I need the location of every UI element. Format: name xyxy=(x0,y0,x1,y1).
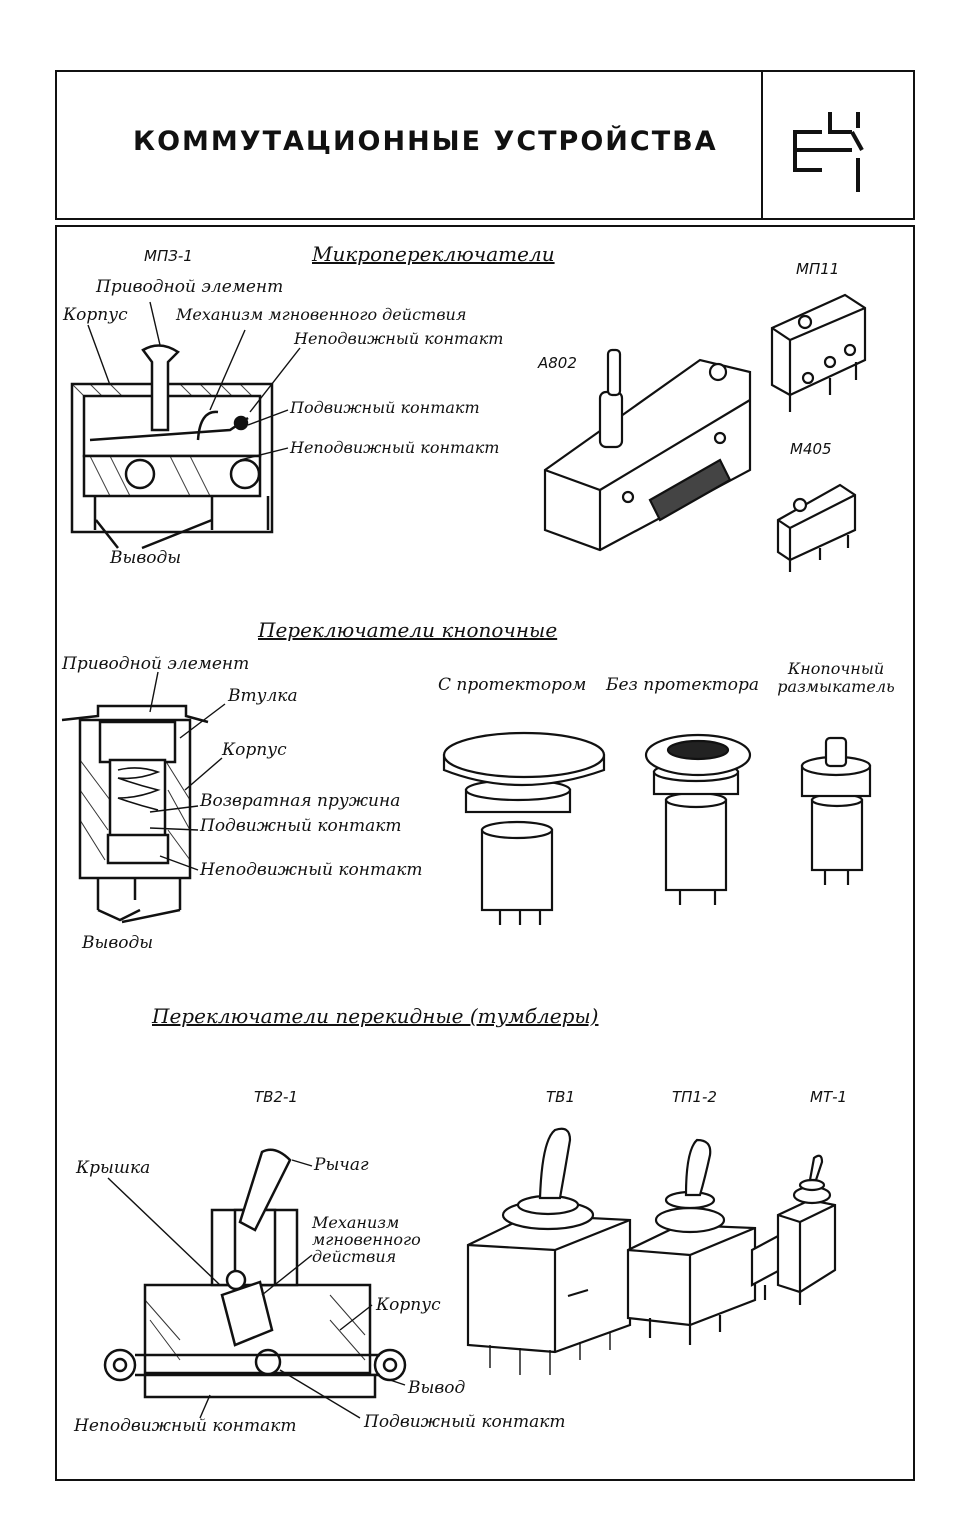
m405-switch-drawing xyxy=(776,483,857,572)
label-with-protector: С протектором xyxy=(438,675,587,695)
toggle-leader-lines xyxy=(107,1159,406,1419)
push-leader-lines xyxy=(149,671,226,871)
section-title-microswitches: Микропереключатели xyxy=(312,242,555,266)
pushbutton-without-protector-drawing xyxy=(644,733,752,905)
mp11-switch-drawing xyxy=(770,293,867,412)
label-bushing: Втулка xyxy=(228,686,298,706)
page-title: КОММУТАЦИОННЫЕ УСТРОЙСТВА xyxy=(133,126,718,157)
tv2-1-cross-section-drawing xyxy=(103,1148,407,1399)
tp1-2-toggle-drawing xyxy=(626,1138,757,1345)
label-case-micro: Корпус xyxy=(63,305,128,325)
model-tp1-2: ТП1-2 xyxy=(672,1088,717,1106)
label-terminals-push: Выводы xyxy=(82,933,154,953)
label-snap-mechanism-toggle: Механизм мгновенного действия xyxy=(312,1213,421,1266)
switch-contact-symbol-icon xyxy=(793,112,864,192)
label-push-breaker: Кнопочный размыкатель xyxy=(777,659,895,696)
tv1-toggle-drawing xyxy=(466,1127,632,1375)
label-cover: Крышка xyxy=(76,1158,151,1178)
header-frame xyxy=(55,70,915,220)
label-fixed-contact-bottom: Неподвижный контакт xyxy=(290,438,500,457)
label-snap-mechanism-micro: Механизм мгновенного действия xyxy=(176,305,467,324)
label-terminal-toggle: Вывод xyxy=(408,1378,466,1398)
header-divider xyxy=(761,72,763,218)
label-fixed-contact-toggle: Неподвижный контакт xyxy=(74,1416,297,1436)
label-without-protector: Без протектора xyxy=(606,675,759,695)
section-title-pushbuttons: Переключатели кнопочные xyxy=(258,618,558,642)
label-moving-contact-push: Подвижный контакт xyxy=(200,816,402,836)
section-title-toggles: Переключатели перекидные (тумблеры) xyxy=(152,1004,599,1028)
model-mt-1: МТ-1 xyxy=(810,1088,848,1106)
label-fixed-contact-push: Неподвижный контакт xyxy=(200,860,423,880)
mpz1-cross-section-drawing xyxy=(70,344,274,550)
model-mpz1: МПЗ-1 xyxy=(144,247,193,265)
model-tv1: ТВ1 xyxy=(546,1088,575,1106)
model-m405: М405 xyxy=(790,440,832,458)
mt-1-toggle-drawing xyxy=(750,1154,837,1305)
label-lever: Рычаг xyxy=(314,1155,369,1175)
label-case-toggle: Корпус xyxy=(376,1295,441,1315)
label-moving-contact-toggle: Подвижный контакт xyxy=(364,1412,566,1432)
content-frame xyxy=(55,225,915,1481)
pushbutton-with-protector-drawing xyxy=(442,731,606,925)
label-return-spring: Возвратная пружина xyxy=(200,791,401,811)
model-mp11: МП11 xyxy=(796,260,840,278)
model-tv2-1: ТВ2-1 xyxy=(254,1088,298,1106)
pushbutton-cross-section-drawing xyxy=(61,704,209,924)
label-case-push: Корпус xyxy=(222,740,287,760)
label-actuator-micro: Приводной элемент xyxy=(96,277,284,297)
label-terminals-micro: Выводы xyxy=(110,548,182,568)
label-moving-contact-micro: Подвижный контакт xyxy=(290,398,480,417)
micro-leader-lines xyxy=(87,301,301,461)
label-fixed-contact-top: Неподвижный контакт xyxy=(294,329,504,348)
a802-switch-drawing xyxy=(543,348,752,552)
pushbutton-breaker-drawing xyxy=(800,736,872,885)
model-a802: А802 xyxy=(538,354,577,372)
label-actuator-push: Приводной элемент xyxy=(62,654,250,674)
